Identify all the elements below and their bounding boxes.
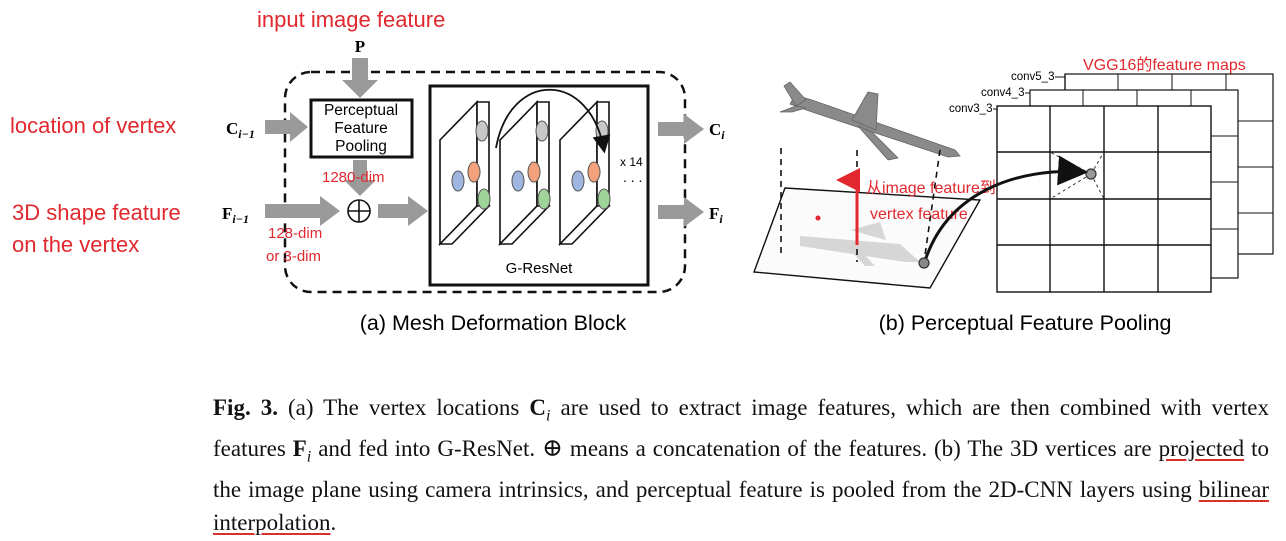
graph-nodes bbox=[451, 120, 611, 210]
concat-to-gresnet-arrow bbox=[378, 196, 428, 226]
pooling-line-3: Pooling bbox=[335, 138, 387, 155]
annotation-shape-feature-2: on the vertex bbox=[12, 232, 139, 257]
figure-diagram: P Perceptual Feature Pooling Ci−1 Fi−1 G… bbox=[10, 7, 1274, 335]
airplane-mesh-icon bbox=[779, 81, 961, 161]
pooling-box bbox=[309, 98, 414, 159]
conv5-label: conv5_3 bbox=[1011, 71, 1054, 83]
caption-projected: projected bbox=[1158, 436, 1245, 462]
caption-a: (a) Mesh Deformation Block bbox=[360, 311, 627, 335]
caption-text-4: means a concatenation of the features. (… bbox=[562, 436, 1159, 462]
f-in-arrow bbox=[265, 196, 340, 226]
annotation-3-dim: or 3-dim bbox=[266, 248, 321, 265]
caption-c-symbol: Ci bbox=[529, 395, 551, 425]
mesh-deformation-block-frame bbox=[283, 70, 687, 294]
caption-text-2: are used to extract image features, whic… bbox=[213, 395, 1269, 462]
p-label: P bbox=[355, 37, 365, 56]
caption-label: Fig. 3. bbox=[213, 395, 278, 420]
pooling-down-arrow bbox=[344, 160, 376, 196]
pooling-line-1: Perceptual bbox=[324, 102, 398, 119]
airplane-photo-icon bbox=[800, 222, 920, 266]
annotation-location-of-vertex: location of vertex bbox=[10, 113, 176, 138]
annotation-1280-dim: 1280-dim bbox=[322, 169, 385, 186]
c-out-label: Ci bbox=[709, 120, 725, 142]
caption-b: (b) Perceptual Feature Pooling bbox=[879, 311, 1172, 335]
caption-oplus: ⊕ bbox=[542, 435, 563, 463]
c-in-arrow bbox=[265, 112, 308, 142]
annotation-vgg-feature-maps: VGG16的feature maps bbox=[1083, 56, 1246, 74]
annotation-img-to-vertex-1: 从image feature到 bbox=[866, 179, 996, 197]
image-plane bbox=[753, 187, 982, 289]
f-in-label: Fi−1 bbox=[222, 204, 249, 226]
caption-text-6: . bbox=[330, 509, 337, 535]
figure-caption: Fig. 3. (a) The vertex locations Ci are … bbox=[213, 392, 1269, 539]
feature-map-conv3 bbox=[996, 105, 1212, 293]
c-in-label: Ci−1 bbox=[226, 119, 255, 141]
ellipsis: . . . bbox=[623, 169, 642, 185]
pooling-curve-arrow bbox=[924, 155, 1088, 259]
caption-bilinear: bilinear interpolation bbox=[213, 477, 1269, 535]
annotation-shape-feature-1: 3D shape feature bbox=[12, 200, 181, 225]
caption-text-1: (a) The vertex locations bbox=[277, 395, 530, 420]
f-out-label: Fi bbox=[709, 204, 723, 226]
p-arrow bbox=[342, 58, 378, 98]
f-out-arrow bbox=[658, 197, 704, 227]
projected-vertex bbox=[918, 257, 930, 269]
gresnet-label: G-ResNet bbox=[506, 260, 574, 277]
conv3-label: conv3_3 bbox=[949, 103, 992, 115]
repeat-label: x 14 bbox=[620, 155, 643, 169]
annotation-128-dim: 128-dim bbox=[268, 225, 322, 242]
sampling-point bbox=[1085, 168, 1097, 180]
pooling-line-2: Feature bbox=[334, 120, 387, 137]
caption-text-5: to the image plane using camera intrinsi… bbox=[213, 436, 1269, 503]
c-out-arrow bbox=[658, 114, 704, 144]
caption-f-symbol: Fi bbox=[292, 436, 312, 466]
annotation-input-image-feature: input image feature bbox=[257, 7, 445, 32]
skip-connection-arrow bbox=[495, 88, 611, 154]
annotation-img-to-vertex-2: vertex feature bbox=[870, 206, 968, 223]
caption-text-3: and fed into G-ResNet. bbox=[311, 436, 543, 462]
conv4-label: conv4_3 bbox=[981, 87, 1024, 99]
